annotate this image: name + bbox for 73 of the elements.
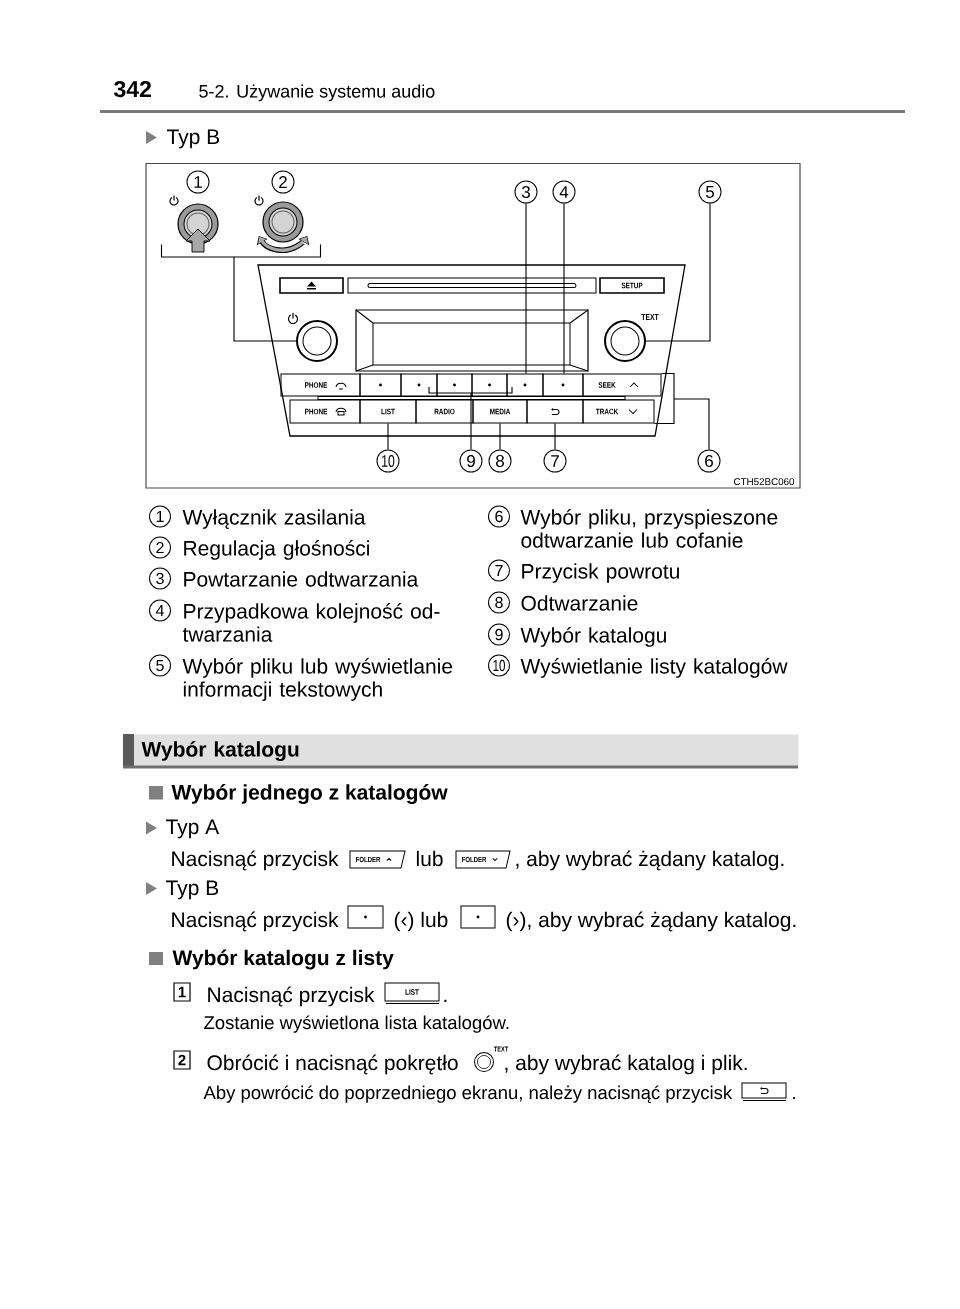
note-text: .: [793, 1097, 795, 1099]
callout-number: 2: [271, 170, 295, 194]
callout-number: 7: [488, 559, 510, 582]
leader-line: [554, 422, 556, 451]
button: LIST: [359, 399, 417, 424]
callout-number: 9: [488, 623, 510, 646]
key-text: Wybór katalogu: [520, 627, 666, 647]
figure-code: CTH52BC060: [734, 478, 795, 486]
button: RADIO: [415, 399, 474, 424]
callout-number: 4: [552, 180, 576, 204]
callout-number: 1: [186, 170, 210, 194]
callout-number: 3: [149, 567, 171, 590]
leader-line: [525, 202, 527, 375]
body-text: (›), aby wybrać żądany katalog.: [506, 911, 796, 932]
body-text: lub: [416, 850, 443, 867]
callout-number: 8: [488, 591, 510, 614]
button: PHONE: [289, 399, 361, 424]
leader-line: [645, 202, 711, 342]
subheading: Wybór jednego z katalogów: [171, 784, 448, 804]
note-text: Zostanie wyświetlona lista katalogów.: [204, 1015, 509, 1033]
leader-line: [563, 202, 565, 375]
bullet-text: Typ B: [166, 880, 219, 900]
knob-illustration: [169, 194, 219, 253]
key-text: Przypadkowa kolejność od- twarzania: [182, 603, 440, 642]
body-text: .: [444, 999, 447, 1002]
callout-number: 3: [514, 180, 538, 204]
callout-number: 1: [149, 505, 171, 528]
section-heading-band: Wybór katalogu: [123, 734, 799, 769]
button: SEEK: [582, 373, 662, 397]
subheading: Wybór katalogu z listy: [172, 949, 394, 970]
key-text: Wyświetlanie listy katalogów: [520, 658, 788, 678]
running-header: 5-2. Używanie systemu audio: [199, 84, 435, 102]
key-text: Regulacja głośności: [184, 540, 369, 560]
callout-number: 4: [149, 599, 171, 622]
callout-number: 9: [459, 449, 483, 473]
callout-number: 8: [488, 449, 512, 473]
callout-number: 10: [488, 654, 510, 677]
key-text: Wybór pliku lub wyświetlanie informacji tekstowych: [182, 658, 453, 701]
key-text: Odtwarzanie: [521, 595, 638, 611]
page-number: 342: [114, 80, 151, 98]
body-text: , aby wybrać katalog i plik.: [505, 1054, 747, 1075]
leader-line: [387, 422, 389, 451]
body-text: Nacisnąć przycisk: [208, 986, 375, 1007]
callout-number: 7: [543, 449, 567, 473]
button: MEDIA: [472, 399, 528, 424]
key-text: Wybór pliku, przyspieszone odtwarzanie lub cofanie: [520, 509, 778, 548]
leader-line: [653, 372, 710, 451]
callout-number: 10: [376, 449, 400, 473]
callout-number: 6: [488, 505, 510, 528]
leader-line: [499, 422, 501, 451]
button: LIST: [384, 982, 440, 1004]
callout-number: 6: [697, 449, 721, 473]
button: SETUP: [599, 277, 665, 294]
bullet-text: Typ A: [166, 819, 220, 839]
key-text: Powtarzanie odtwarzania: [184, 571, 419, 587]
body-text: Obrócić i nacisnąć pokrętło: [207, 1054, 458, 1075]
key-text: Wyłącznik zasilania: [182, 509, 366, 529]
body-text: Nacisnąć przycisk: [172, 850, 339, 871]
step-number: 2: [173, 1050, 191, 1070]
key-text: Przycisk powrotu: [522, 563, 679, 583]
callout-number: 5: [149, 654, 171, 677]
callout-number: 5: [698, 180, 722, 204]
leader-line: [428, 386, 513, 451]
note-text: Aby powrócić do poprzedniego ekranu, należy nacisnąć przycisk: [203, 1085, 733, 1103]
callout-number: 2: [149, 536, 171, 559]
button: TRACK: [582, 399, 655, 424]
bullet-text: Typ B: [167, 129, 220, 149]
button: PHONE: [280, 373, 361, 397]
body-text: (‹) lub: [394, 911, 448, 932]
body-text: , aby wybrać żądany katalog.: [516, 850, 784, 871]
knob-label: TEXT: [641, 314, 659, 320]
body-text: Nacisnąć przycisk: [172, 911, 339, 932]
step-number: 1: [173, 982, 191, 1002]
